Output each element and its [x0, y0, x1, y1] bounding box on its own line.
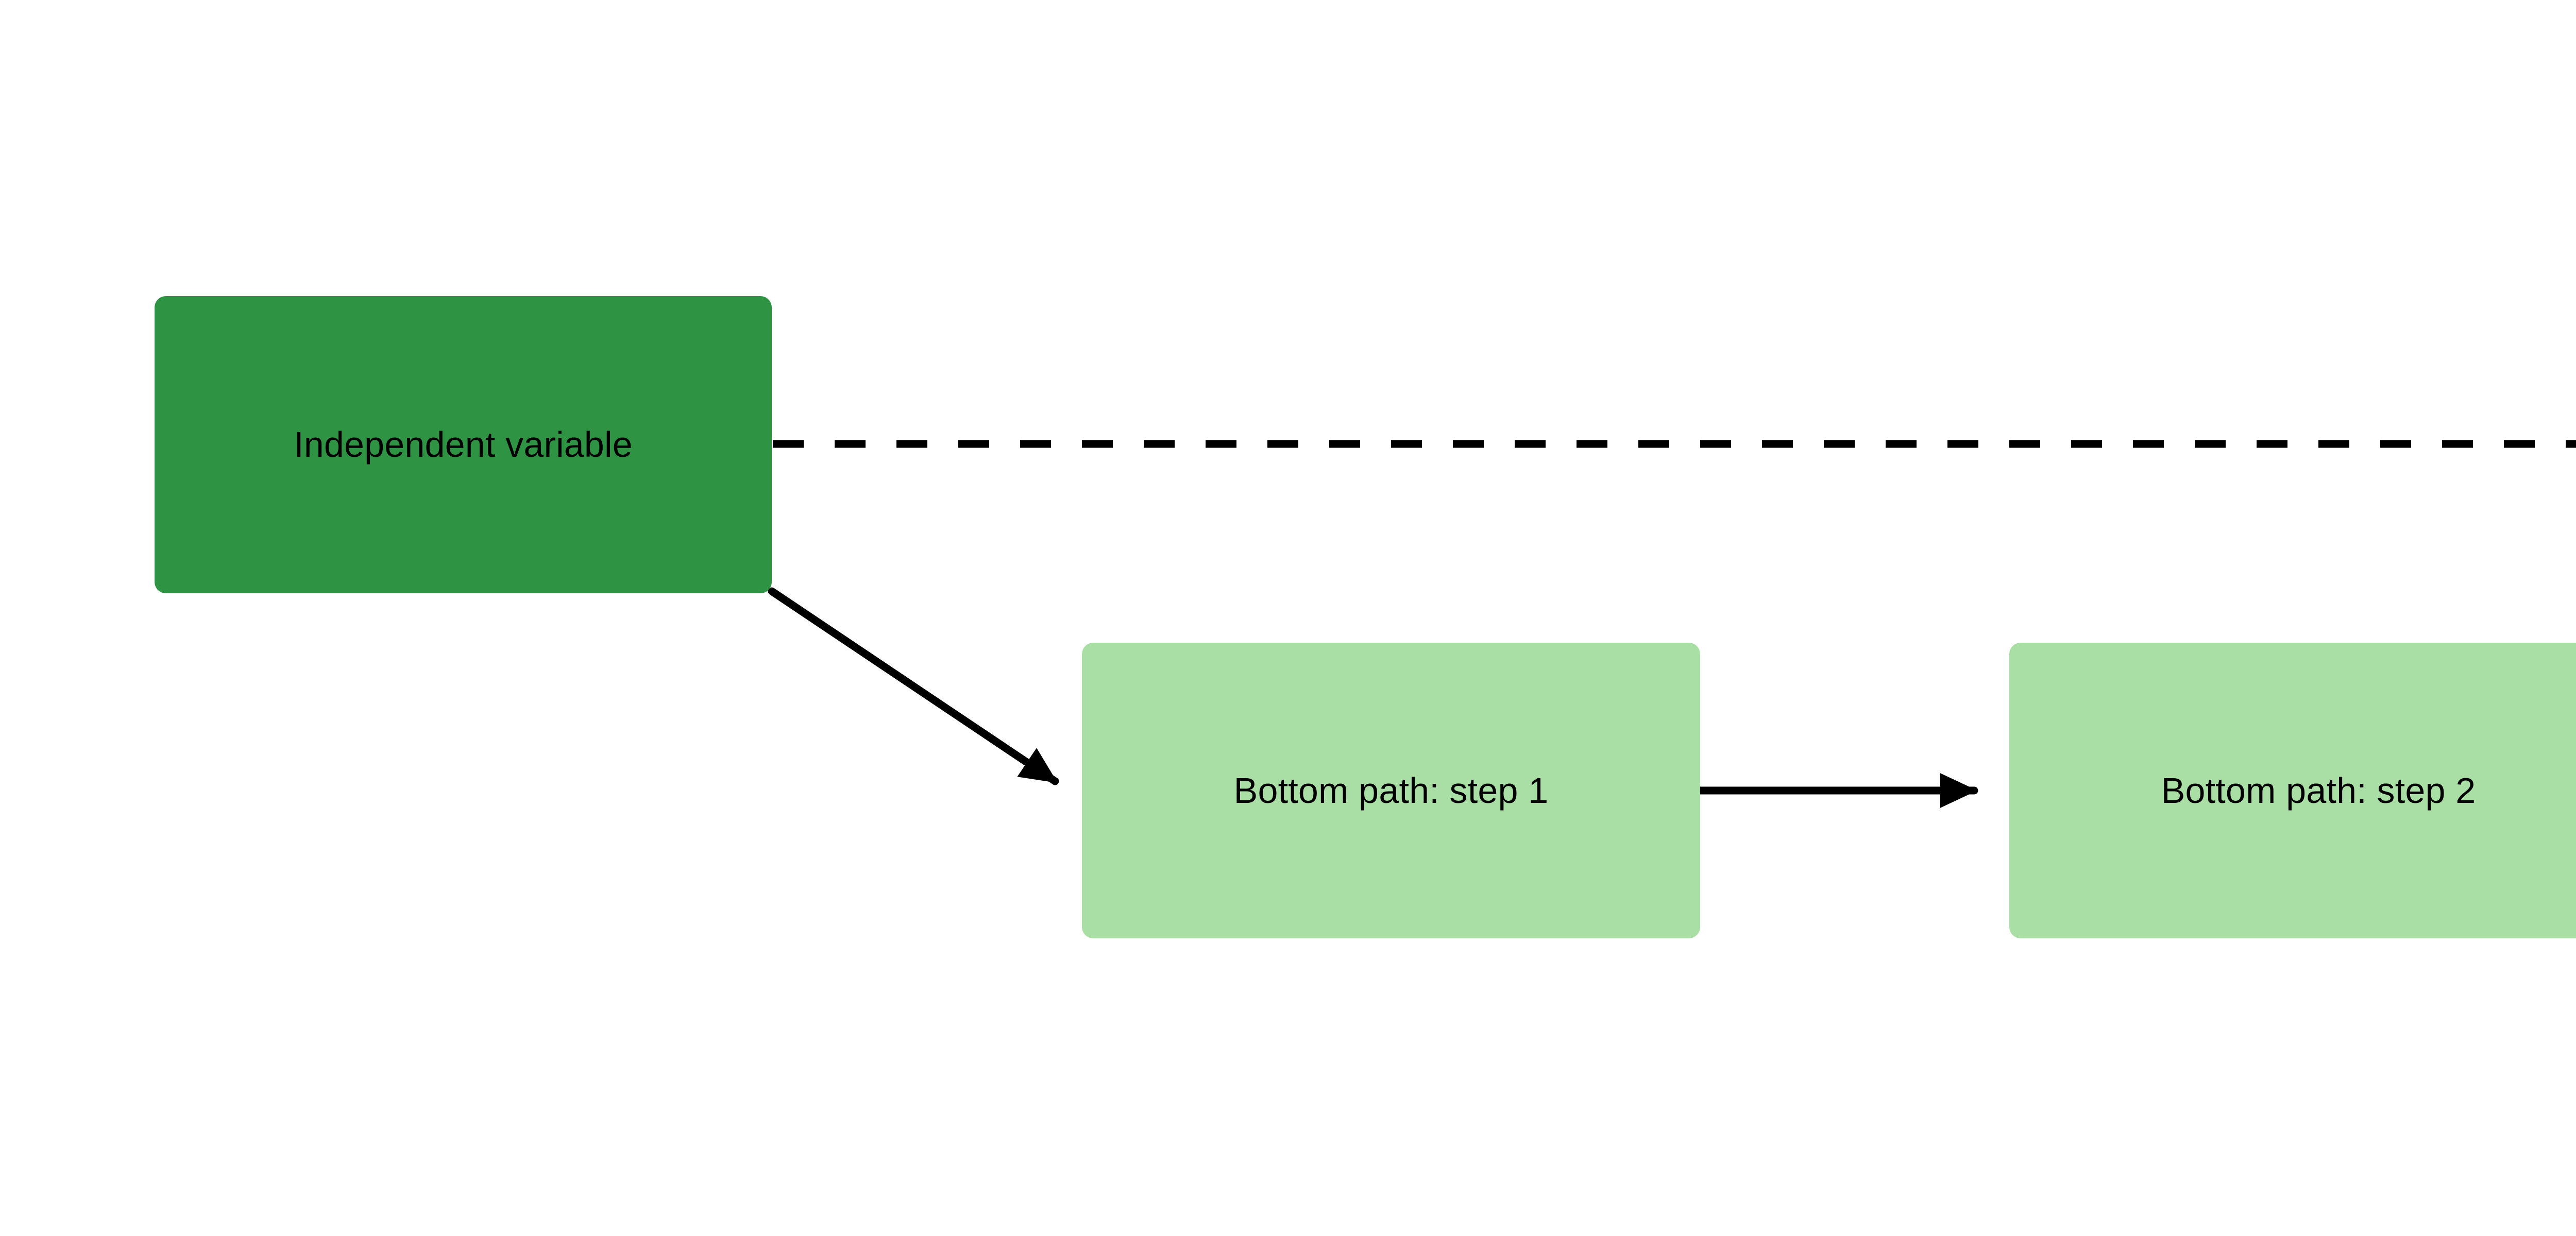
node-independent-variable[interactable]: Independent variable [155, 296, 772, 593]
edge-line-solid [768, 587, 1059, 785]
node-bottom-path-step-2[interactable]: Bottom path: step 2 [2009, 643, 2576, 938]
node-label: Independent variable [294, 424, 633, 465]
node-bottom-path-step-1[interactable]: Bottom path: step 1 [1082, 643, 1700, 938]
edge-independent-to-step1 [768, 587, 1059, 785]
node-label: Bottom path: step 2 [2161, 770, 2476, 811]
node-label: Bottom path: step 1 [1233, 770, 1549, 811]
